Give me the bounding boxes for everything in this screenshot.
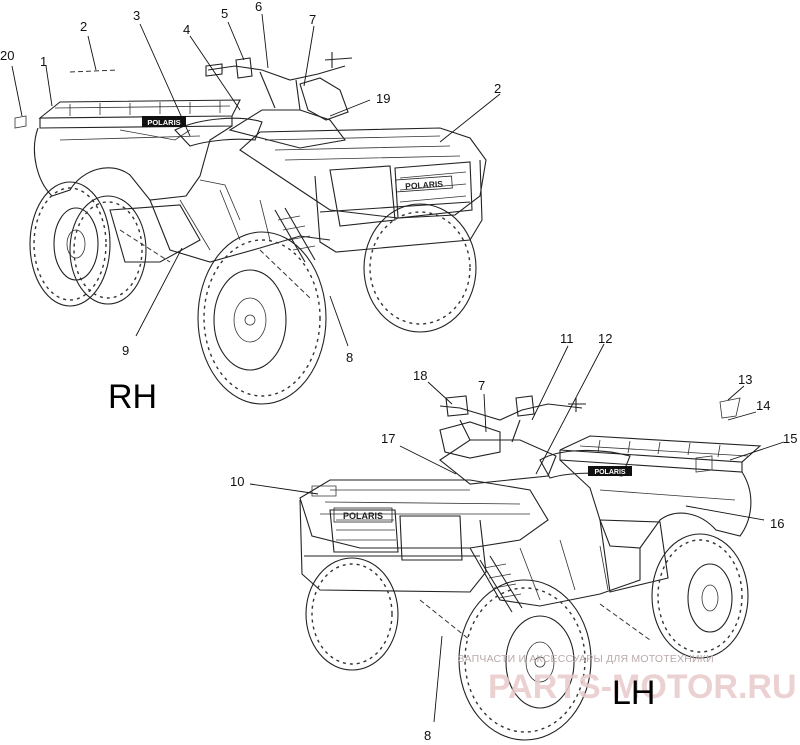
callout-rh-6: 6 bbox=[255, 0, 262, 14]
callout-lh-16: 16 bbox=[770, 516, 784, 531]
callout-rh-4: 4 bbox=[183, 22, 190, 37]
callout-lh-15: 15 bbox=[783, 431, 797, 446]
lh-front-decal-text: POLARIS bbox=[343, 511, 383, 521]
callout-rh-5: 5 bbox=[221, 6, 228, 21]
atv-right-hand-view: POLARIS POLARIS 20 1 2 3 4 5 6 7 19 2 9 … bbox=[0, 0, 501, 416]
watermark-tagline: ЗАПЧАСТИ И АКСЕССУАРЫ ДЛЯ МОТОТЕХНИКИ bbox=[458, 653, 714, 665]
callout-lh-18: 18 bbox=[413, 368, 427, 383]
callout-lh-10: 10 bbox=[230, 474, 244, 489]
rh-front-decal-text: POLARIS bbox=[405, 179, 444, 192]
callout-lh-8: 8 bbox=[424, 728, 431, 743]
callout-lh-7: 7 bbox=[478, 378, 485, 393]
callout-rh-7: 7 bbox=[309, 12, 316, 27]
callout-rh-2a: 2 bbox=[80, 19, 87, 34]
callout-rh-20: 20 bbox=[0, 48, 14, 63]
callout-rh-9: 9 bbox=[122, 343, 129, 358]
watermark: ЗАПЧАСТИ И АКСЕССУАРЫ ДЛЯ МОТОТЕХНИКИ PA… bbox=[458, 653, 797, 706]
callout-rh-1: 1 bbox=[40, 54, 47, 69]
view-label-lh: LH bbox=[612, 674, 655, 712]
callout-lh-14: 14 bbox=[756, 398, 770, 413]
callout-rh-2b: 2 bbox=[494, 81, 501, 96]
rh-side-decal-text: POLARIS bbox=[147, 118, 180, 127]
callout-lh-17: 17 bbox=[381, 431, 395, 446]
callout-rh-8: 8 bbox=[346, 350, 353, 365]
watermark-brand: PARTS-MOTOR.RU bbox=[488, 668, 797, 706]
callout-lh-12: 12 bbox=[598, 331, 612, 346]
lh-side-decal-text: POLARIS bbox=[594, 469, 625, 476]
callout-lh-13: 13 bbox=[738, 372, 752, 387]
callout-lh-11: 11 bbox=[560, 331, 574, 346]
callout-rh-3: 3 bbox=[133, 8, 140, 23]
atv-left-hand-view: POLARIS POLARIS 11 12 18 7 13 14 17 15 1… bbox=[230, 331, 797, 743]
callout-rh-19: 19 bbox=[376, 91, 390, 106]
view-label-rh: RH bbox=[108, 378, 157, 416]
